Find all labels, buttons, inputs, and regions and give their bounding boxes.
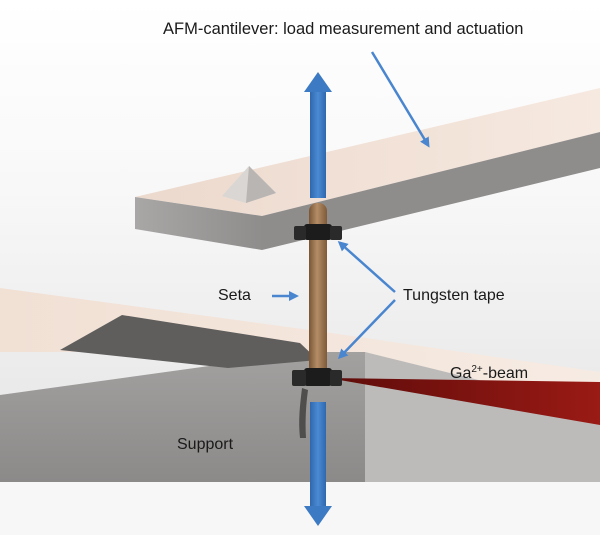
cantilever-pointer-arrow-icon [370,51,430,148]
tungsten-tape-label: Tungsten tape [403,287,505,304]
tape-top-tab-left [294,226,306,240]
arrow-head-down [304,506,332,526]
tape-top-band [304,224,332,240]
floor-band [0,482,600,535]
support-block [0,288,600,482]
seta-shadow [299,388,308,438]
cantilever-front-face [135,197,262,250]
arrow-shaft-bottom [310,402,326,510]
tape-bottom-tab-right [330,370,342,386]
cantilever-label: AFM-cantilever: load measurement and act… [163,20,524,38]
support-shadow [60,315,318,368]
support-front-face [0,352,365,482]
tape-pointer-arrow-top-icon [337,241,396,293]
tape-pointer-arrow-bottom-icon [337,299,396,360]
afm-cantilever [135,88,600,250]
tape-bottom-band [304,368,332,386]
tungsten-tape-top [294,224,342,240]
ga-beam-label-base: Ga [450,365,472,382]
arrow-shaft-top [310,88,326,198]
seta [309,203,327,378]
cantilever-side-face [262,132,600,250]
ga-beam-label-charge: 2+ [471,364,483,375]
tungsten-tape-bottom [292,368,342,386]
arrow-head-up [304,72,332,92]
pyramid-tip-shade [246,166,276,203]
seta-label: Seta [218,287,251,304]
tape-top-tab-right [330,226,342,240]
ga-beam-label-suffix: -beam [482,365,529,382]
ga-beam-label: Ga2+-beam [450,364,528,383]
ga-beam [328,378,600,425]
double-headed-arrow-icon [304,72,332,526]
tape-bottom-tab-left [292,370,306,386]
support-label: Support [177,436,234,453]
